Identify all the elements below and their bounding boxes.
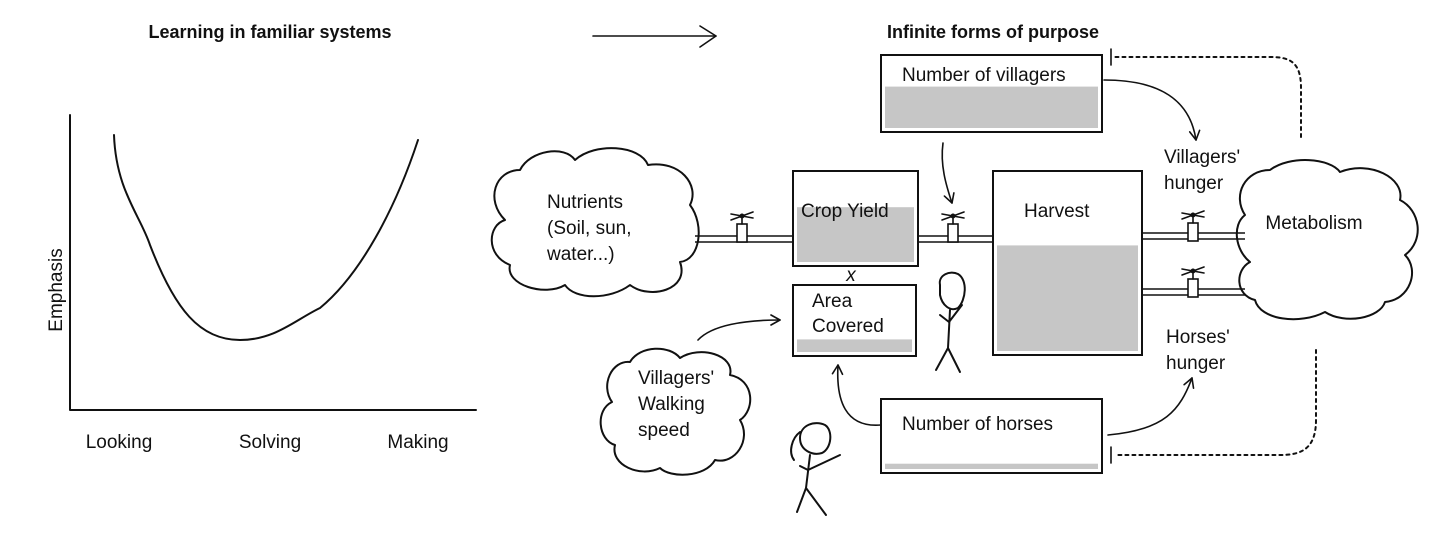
metabolism-label: Metabolism — [1265, 213, 1362, 234]
child-figure — [790, 422, 841, 516]
stock-number-of-horses: Number of horses — [880, 398, 1103, 474]
valve-nutrients-crop — [730, 211, 754, 243]
villager-figure — [935, 271, 966, 373]
arrow-villagers-to-harvest-flow — [941, 142, 955, 204]
svg-text:(Soil, sun,: (Soil, sun, — [547, 218, 631, 239]
svg-text:speed: speed — [638, 420, 690, 441]
arrow-speed-to-area — [697, 314, 781, 341]
pipes — [695, 232, 1245, 296]
left-panel: Learning in familiar systems Emphasis Lo… — [46, 22, 477, 453]
feedback-metabolism-villagers — [1114, 56, 1302, 138]
multiplier-mark: x — [845, 265, 857, 286]
nutrients-label: Nutrients (Soil, sun, water...) — [546, 192, 631, 265]
svg-text:Horses': Horses' — [1166, 327, 1230, 348]
chart-axes — [69, 114, 477, 411]
valve-harvest-horses — [1181, 266, 1205, 298]
stock-number-of-villagers: Number of villagers — [880, 54, 1103, 133]
svg-text:Nutrients: Nutrients — [547, 192, 623, 213]
transition-arrow — [592, 25, 717, 48]
walking-speed-cloud — [599, 347, 752, 476]
metabolism-cloud — [1235, 159, 1419, 321]
x-label-solving: Solving — [239, 432, 301, 453]
harvest-label: Harvest — [1024, 201, 1090, 222]
svg-text:Villagers': Villagers' — [1164, 147, 1240, 168]
area-covered-label-line2: Covered — [812, 316, 884, 337]
svg-text:water...): water...) — [546, 244, 615, 265]
area-covered-label-line1: Area — [812, 291, 853, 312]
x-label-looking: Looking — [86, 432, 153, 453]
walking-speed-label: Villagers' Walking speed — [638, 368, 714, 441]
arrow-horses-to-area — [831, 364, 882, 426]
svg-text:Walking: Walking — [638, 394, 705, 415]
valve-crop-harvest — [941, 211, 965, 243]
valve-harvest-villagers — [1181, 210, 1205, 242]
crop-yield-label: Crop Yield — [801, 201, 889, 222]
stock-crop-yield: Crop Yield — [792, 170, 919, 267]
svg-text:hunger: hunger — [1166, 353, 1226, 374]
emphasis-curve — [113, 134, 419, 341]
svg-text:hunger: hunger — [1164, 173, 1224, 194]
arrow-villagers-to-hunger — [1103, 79, 1201, 141]
right-panel-title: Infinite forms of purpose — [887, 22, 1099, 42]
right-panel: Infinite forms of purpose — [490, 22, 1419, 516]
stock-area-covered: Area Covered — [792, 284, 917, 357]
nutrients-cloud — [490, 147, 700, 298]
horses-stock-label: Number of horses — [902, 414, 1053, 435]
feedback-metabolism-horses — [1114, 349, 1317, 456]
svg-text:Villagers': Villagers' — [638, 368, 714, 389]
horses-hunger-label: Horses' hunger — [1166, 327, 1230, 374]
stock-harvest: Harvest — [992, 170, 1143, 356]
left-panel-title: Learning in familiar systems — [148, 22, 391, 42]
villagers-stock-label: Number of villagers — [902, 65, 1066, 86]
x-label-making: Making — [387, 432, 448, 453]
villagers-hunger-label: Villagers' hunger — [1164, 147, 1240, 194]
arrow-horses-to-hunger — [1107, 377, 1195, 436]
y-axis-label: Emphasis — [46, 248, 67, 331]
